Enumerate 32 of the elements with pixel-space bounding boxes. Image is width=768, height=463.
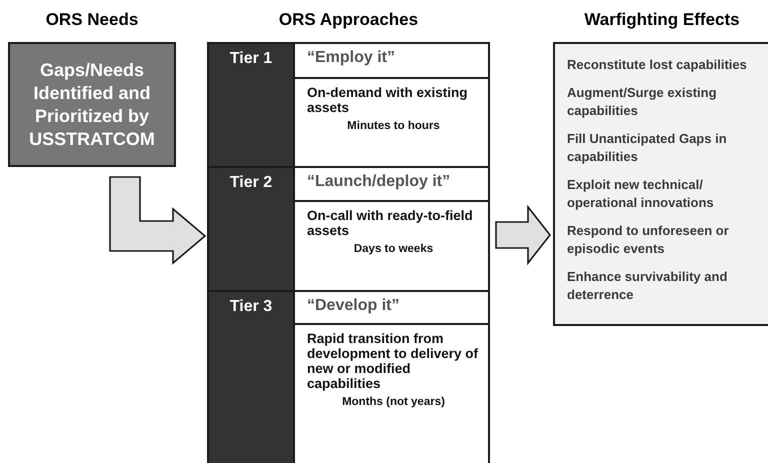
column-heading: ORS Approaches [278,10,418,29]
block-arrow [109,176,206,265]
tier-label: Tier 1 [230,50,272,67]
description-text: On-demand with existing assets [307,85,469,115]
description-text: Rapid transition from development to delivery of new or modified capabilities [307,331,480,391]
approach-cell [293,44,488,79]
tier-cell [209,168,293,292]
tier-cell [209,292,293,463]
effect-text: Enhance survivability and deterrence [567,268,728,304]
timeframe-text: Minutes to hours [347,120,440,132]
effect-text: Fill Unanticipated Gaps in capabilities [567,130,728,166]
description-cell [293,79,488,168]
block-arrow [495,204,552,266]
timeframe-text: Months (not years) [342,396,445,408]
approach-cell [293,168,488,202]
tier-label: Tier 2 [230,174,272,191]
column-heading: Warfighting Effects [584,10,740,29]
effect-text: Respond to unforeseen or episodic events [567,222,730,258]
approach-title: “Develop it” [307,297,400,314]
column-heading: ORS Needs [46,10,138,29]
needs-text: Gaps/Needs Identified and Prioritized by USSTRATCOM [28,58,156,150]
effect-text: Augment/Surge existing capabilities [567,84,718,120]
tier-cell [209,44,293,168]
effect-text: Reconstitute lost capabilities [567,56,748,74]
timeframe-text: Days to weeks [354,243,434,255]
description-cell [293,202,488,292]
approach-title: “Employ it” [307,49,396,66]
approach-title: “Launch/deploy it” [307,173,450,190]
tier-label: Tier 3 [230,298,272,315]
approach-cell [293,292,488,325]
effect-text: Exploit new technical/ operational innovations [567,176,715,212]
description-text: On-call with ready-to-field assets [307,208,474,238]
